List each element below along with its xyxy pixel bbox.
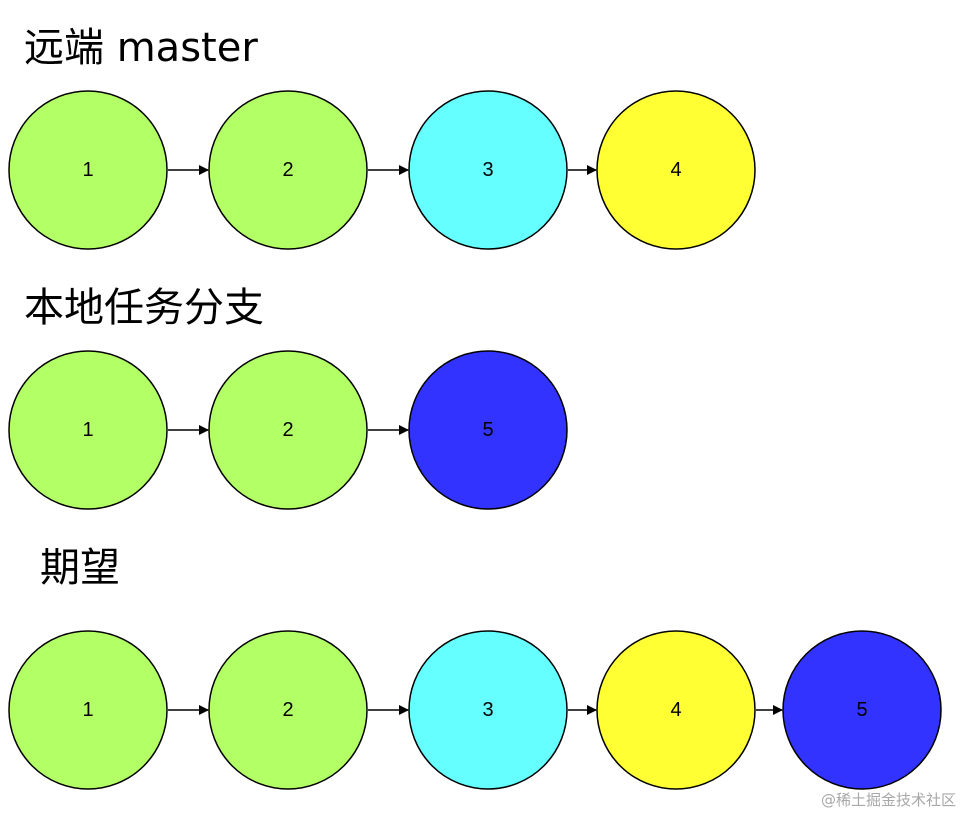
expected-title: 期望 [40, 545, 120, 591]
expected-commit-node [596, 630, 756, 790]
expected-commit-node [408, 630, 568, 790]
remote-master-commit-node [408, 90, 568, 250]
watermark: @稀土掘金技术社区 [820, 791, 956, 809]
expected-commit-label: 5 [856, 699, 867, 721]
expected-commit-label: 3 [482, 699, 493, 721]
remote-master-commit-label: 4 [670, 159, 681, 181]
local-branch-commit-label: 2 [282, 419, 293, 441]
expected-commit-node [8, 630, 168, 790]
expected-commit-label: 4 [670, 699, 681, 721]
expected-commit-label: 1 [82, 699, 93, 721]
remote-master-commit-node [208, 90, 368, 250]
remote-master-commit-node [596, 90, 756, 250]
remote-master-title: 远端 master [24, 25, 258, 71]
local-branch-commit-node [8, 350, 168, 510]
expected-commit-node [782, 630, 942, 790]
expected-commit-label: 2 [282, 699, 293, 721]
remote-master-commit-label: 2 [282, 159, 293, 181]
remote-master-commit-label: 3 [482, 159, 493, 181]
expected-commit-node [208, 630, 368, 790]
local-branch-commit-node [208, 350, 368, 510]
local-branch-commit-label: 1 [82, 419, 93, 441]
local-branch-commit-label: 5 [482, 419, 493, 441]
remote-master-commit-node [8, 90, 168, 250]
remote-master-commit-label: 1 [82, 159, 93, 181]
local-branch-title: 本地任务分支 [24, 285, 264, 331]
local-branch-commit-node [408, 350, 568, 510]
